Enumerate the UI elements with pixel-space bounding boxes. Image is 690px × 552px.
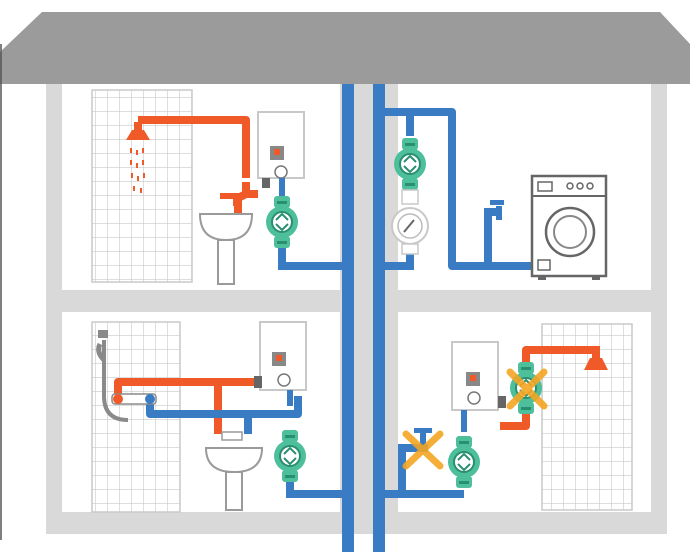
room-upper-right bbox=[385, 108, 608, 280]
tap-icon bbox=[414, 428, 432, 448]
roof-icon bbox=[0, 12, 690, 84]
circulation-pump-icon bbox=[393, 137, 427, 191]
washbasin-icon bbox=[204, 431, 264, 511]
circulation-pump-icon bbox=[265, 195, 299, 249]
water-meter-icon bbox=[391, 189, 429, 255]
shower-head-icon bbox=[584, 346, 608, 370]
house-frame bbox=[46, 84, 667, 534]
room-lower-left bbox=[91, 321, 342, 513]
crossed-tap bbox=[402, 428, 444, 470]
tiled-wall bbox=[541, 323, 633, 511]
cross-mark-icon bbox=[402, 430, 444, 470]
riser-pipe-right bbox=[373, 84, 385, 552]
room-upper-left bbox=[91, 89, 342, 285]
washing-machine-icon bbox=[530, 174, 608, 280]
water-heater-icon bbox=[254, 321, 307, 391]
riser-pipe-left bbox=[342, 84, 354, 552]
tap-icon bbox=[484, 200, 504, 266]
room-lower-right bbox=[385, 323, 633, 511]
circulation-pump-icon bbox=[447, 435, 481, 489]
water-heater-icon bbox=[257, 111, 305, 188]
washbasin-icon bbox=[198, 193, 254, 285]
hand-shower-icon bbox=[96, 330, 129, 422]
circulation-pump-icon bbox=[273, 429, 307, 483]
cross-mark-icon bbox=[506, 368, 548, 410]
shower-head-icon bbox=[126, 122, 150, 193]
water-heater-icon bbox=[451, 341, 506, 411]
crossed-pump bbox=[506, 361, 548, 415]
